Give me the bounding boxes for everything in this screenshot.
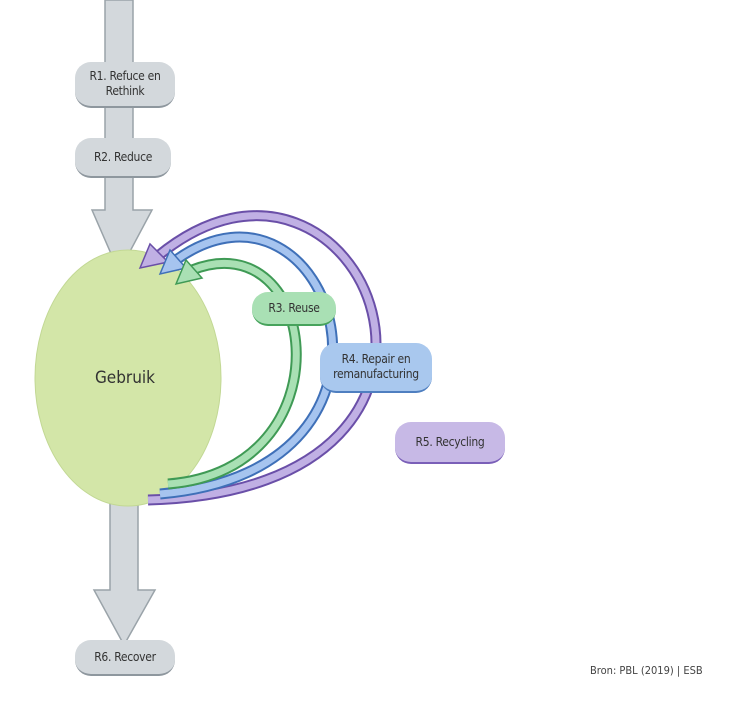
source-caption: Bron: PBL (2019) | ESB — [590, 664, 703, 677]
blue-loop — [158, 231, 339, 500]
step-r1: R1. Refuce en Rethink — [75, 62, 175, 108]
usage-label: Gebruik — [94, 368, 156, 388]
purple-loop — [138, 210, 382, 506]
purple-arrowhead — [138, 242, 170, 270]
green-arrowhead — [174, 258, 204, 286]
step-r4: R4. Repair en remanufacturing — [320, 343, 432, 393]
usage-ellipse — [34, 249, 222, 507]
top-arrow — [90, 0, 154, 274]
blue-arrowhead — [158, 248, 188, 276]
step-r2: R2. Reduce — [75, 138, 171, 178]
step-r6: R6. Recover — [75, 640, 175, 676]
step-r3: R3. Reuse — [252, 292, 336, 326]
green-loop — [167, 257, 302, 490]
step-r5: R5. Recycling — [395, 422, 505, 464]
